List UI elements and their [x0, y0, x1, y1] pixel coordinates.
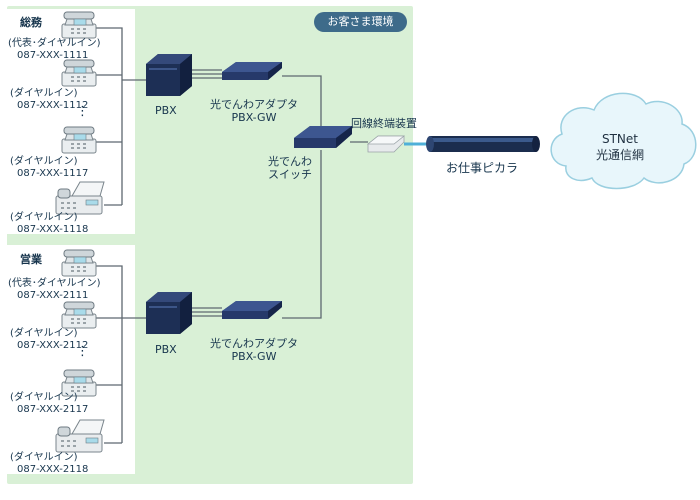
phone-number-label: 087-XXX-2117 — [17, 404, 89, 415]
pbx-icon — [146, 54, 192, 96]
phone-icon — [61, 59, 97, 87]
phone-number-label: 087-XXX-1118 — [17, 224, 89, 235]
phone-icon — [61, 11, 97, 39]
cloud-label: STNet 光通信網 — [575, 131, 665, 163]
fax-phone-icon — [55, 419, 105, 453]
phone-icon — [61, 126, 97, 154]
gw-label-line2: PBX-GW — [231, 350, 277, 363]
switch-icon — [294, 126, 352, 148]
gw-label-line2: PBX-GW — [231, 111, 277, 124]
phone-type-label: (代表･ダイヤルイン) — [8, 278, 101, 289]
dept-label-soumu: 総務 — [20, 16, 42, 29]
onu-icon — [366, 135, 406, 153]
pbx-gw-adapter-icon — [222, 301, 282, 319]
phone-type-label: (代表･ダイヤルイン) — [8, 38, 101, 49]
phone-icon — [61, 249, 97, 277]
fiber-line-icon — [426, 136, 540, 152]
pbx-icon — [146, 292, 192, 334]
ellipsis-mark: ⋮ — [76, 104, 89, 119]
switch-label-line1: 光でんわ — [268, 155, 312, 168]
cloud-label-line1: STNet — [601, 132, 638, 146]
fiber-label: お仕事ピカラ — [445, 161, 518, 175]
gw-label-line1: 光でんわアダプタ — [210, 337, 298, 350]
cloud-icon — [550, 92, 697, 190]
phone-number-label: 087-XXX-2112 — [17, 340, 89, 351]
switch-label-line2: スイッチ — [268, 168, 312, 181]
phone-icon — [61, 301, 97, 329]
connection-lines — [96, 27, 322, 444]
gw-label-line1: 光でんわアダプタ — [210, 98, 298, 111]
phone-number-label: 087-XXX-1117 — [17, 168, 89, 179]
phone-number-label: 087-XXX-1112 — [17, 100, 89, 111]
phone-type-label: (ダイヤルイン) — [10, 392, 78, 403]
onu-label: 回線終端装置 — [351, 117, 417, 130]
pbx-gw-adapter-icon — [222, 62, 282, 80]
phone-number-label: 087-XXX-2118 — [17, 464, 89, 475]
phone-type-label: (ダイヤルイン) — [10, 452, 78, 463]
phone-number-label: 087-XXX-2111 — [17, 290, 89, 301]
pbx-label: PBX — [155, 343, 177, 356]
fax-phone-icon — [55, 181, 105, 215]
phone-type-label: (ダイヤルイン) — [10, 212, 78, 223]
phone-type-label: (ダイヤルイン) — [10, 328, 78, 339]
phone-number-label: 087-XXX-1111 — [17, 50, 89, 61]
phone-type-label: (ダイヤルイン) — [10, 156, 78, 167]
cloud-label-line2: 光通信網 — [595, 148, 644, 162]
pbx-label: PBX — [155, 104, 177, 117]
premises-badge: お客さま環境 — [314, 12, 407, 32]
dept-label-eigyo: 営業 — [20, 253, 42, 266]
phone-type-label: (ダイヤルイン) — [10, 88, 78, 99]
ellipsis-mark: ⋮ — [76, 344, 89, 359]
